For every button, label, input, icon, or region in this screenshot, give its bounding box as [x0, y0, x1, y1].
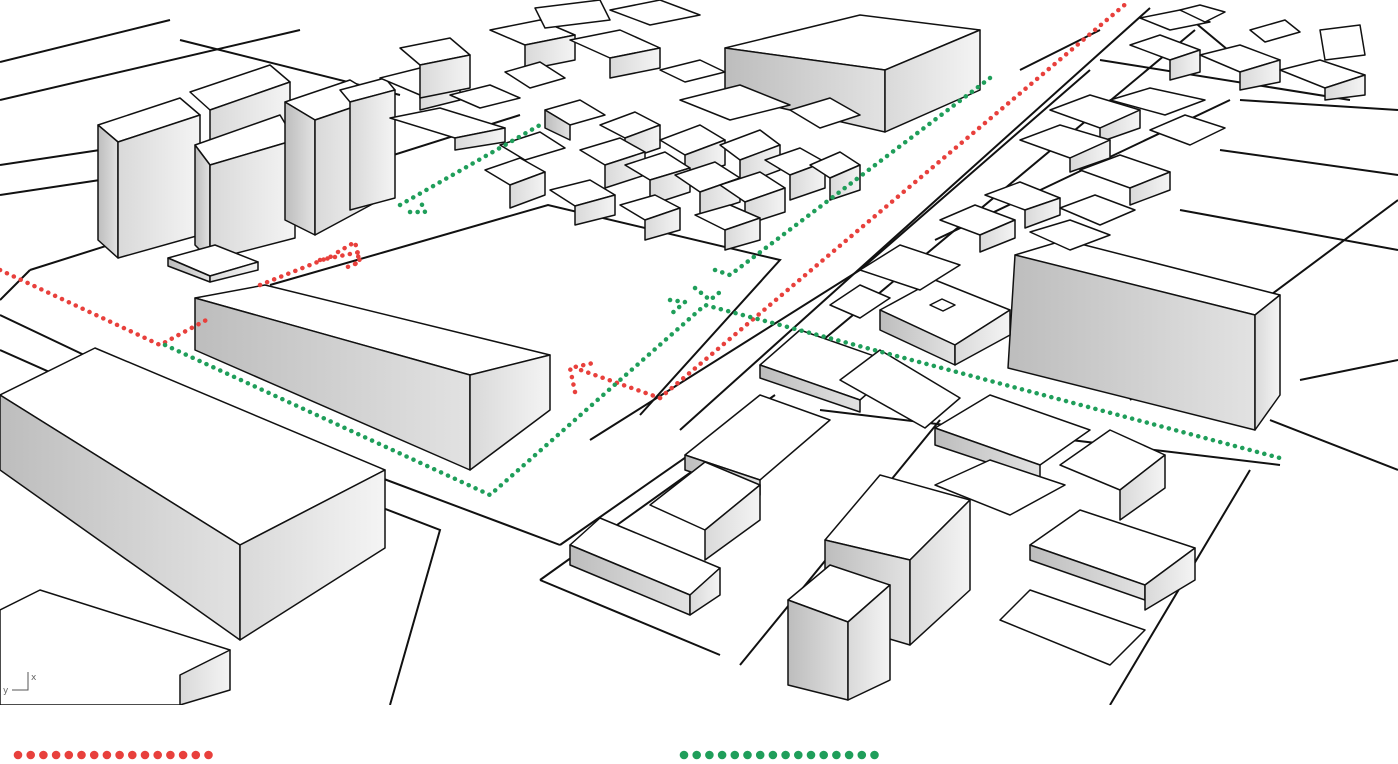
legend-dot: [743, 751, 752, 760]
legend-dot: [692, 751, 701, 760]
legend-dot: [26, 751, 35, 760]
building-row-6: [1060, 430, 1165, 520]
building-tower-1: [98, 98, 200, 258]
legend-dot: [65, 751, 74, 760]
buildings: [0, 0, 1365, 705]
axis-y-label: y: [3, 686, 9, 696]
legend-dot: [90, 751, 99, 760]
building-tower-bottom-2: [788, 565, 890, 700]
legend-dot: [680, 751, 689, 760]
legend-dot: [128, 751, 137, 760]
building-courtyard: [880, 280, 1010, 365]
legend-dot: [807, 751, 816, 760]
legend-dot: [858, 751, 867, 760]
legend-dot: [794, 751, 803, 760]
legend-dot: [705, 751, 714, 760]
building-row-9: [1000, 590, 1145, 665]
legend: [0, 705, 1398, 764]
legend-dot: [769, 751, 778, 760]
legend-dot: [204, 751, 213, 760]
building-row-7: [1030, 510, 1195, 610]
legend-dot: [819, 751, 828, 760]
legend-dot: [832, 751, 841, 760]
legend-dot: [115, 751, 124, 760]
legend-green-route-marker: [680, 751, 879, 760]
building-lshape-bottom: [570, 518, 720, 615]
legend-dot: [845, 751, 854, 760]
building-cluster-far-right: [1130, 5, 1365, 100]
legend-dot: [781, 751, 790, 760]
legend-dot: [153, 751, 162, 760]
legend-dot: [141, 751, 150, 760]
legend-dot: [14, 751, 23, 760]
axis-x-label: x: [31, 673, 37, 683]
legend-dot: [39, 751, 48, 760]
legend-dot: [52, 751, 61, 760]
legend-dot: [731, 751, 740, 760]
legend-dot: [103, 751, 112, 760]
legend-dot: [166, 751, 175, 760]
building-cluster-right-centre: [940, 88, 1225, 252]
legend-dot: [756, 751, 765, 760]
building-large-block-right: [1008, 240, 1280, 430]
legend-dot: [718, 751, 727, 760]
legend-red-route-marker: [14, 751, 213, 760]
legend-dot: [192, 751, 201, 760]
urban-massing-scene: y x: [0, 0, 1398, 705]
legend-dot: [179, 751, 188, 760]
building-cluster-top: [485, 85, 860, 250]
legend-dot: [870, 751, 879, 760]
legend-dot: [77, 751, 86, 760]
